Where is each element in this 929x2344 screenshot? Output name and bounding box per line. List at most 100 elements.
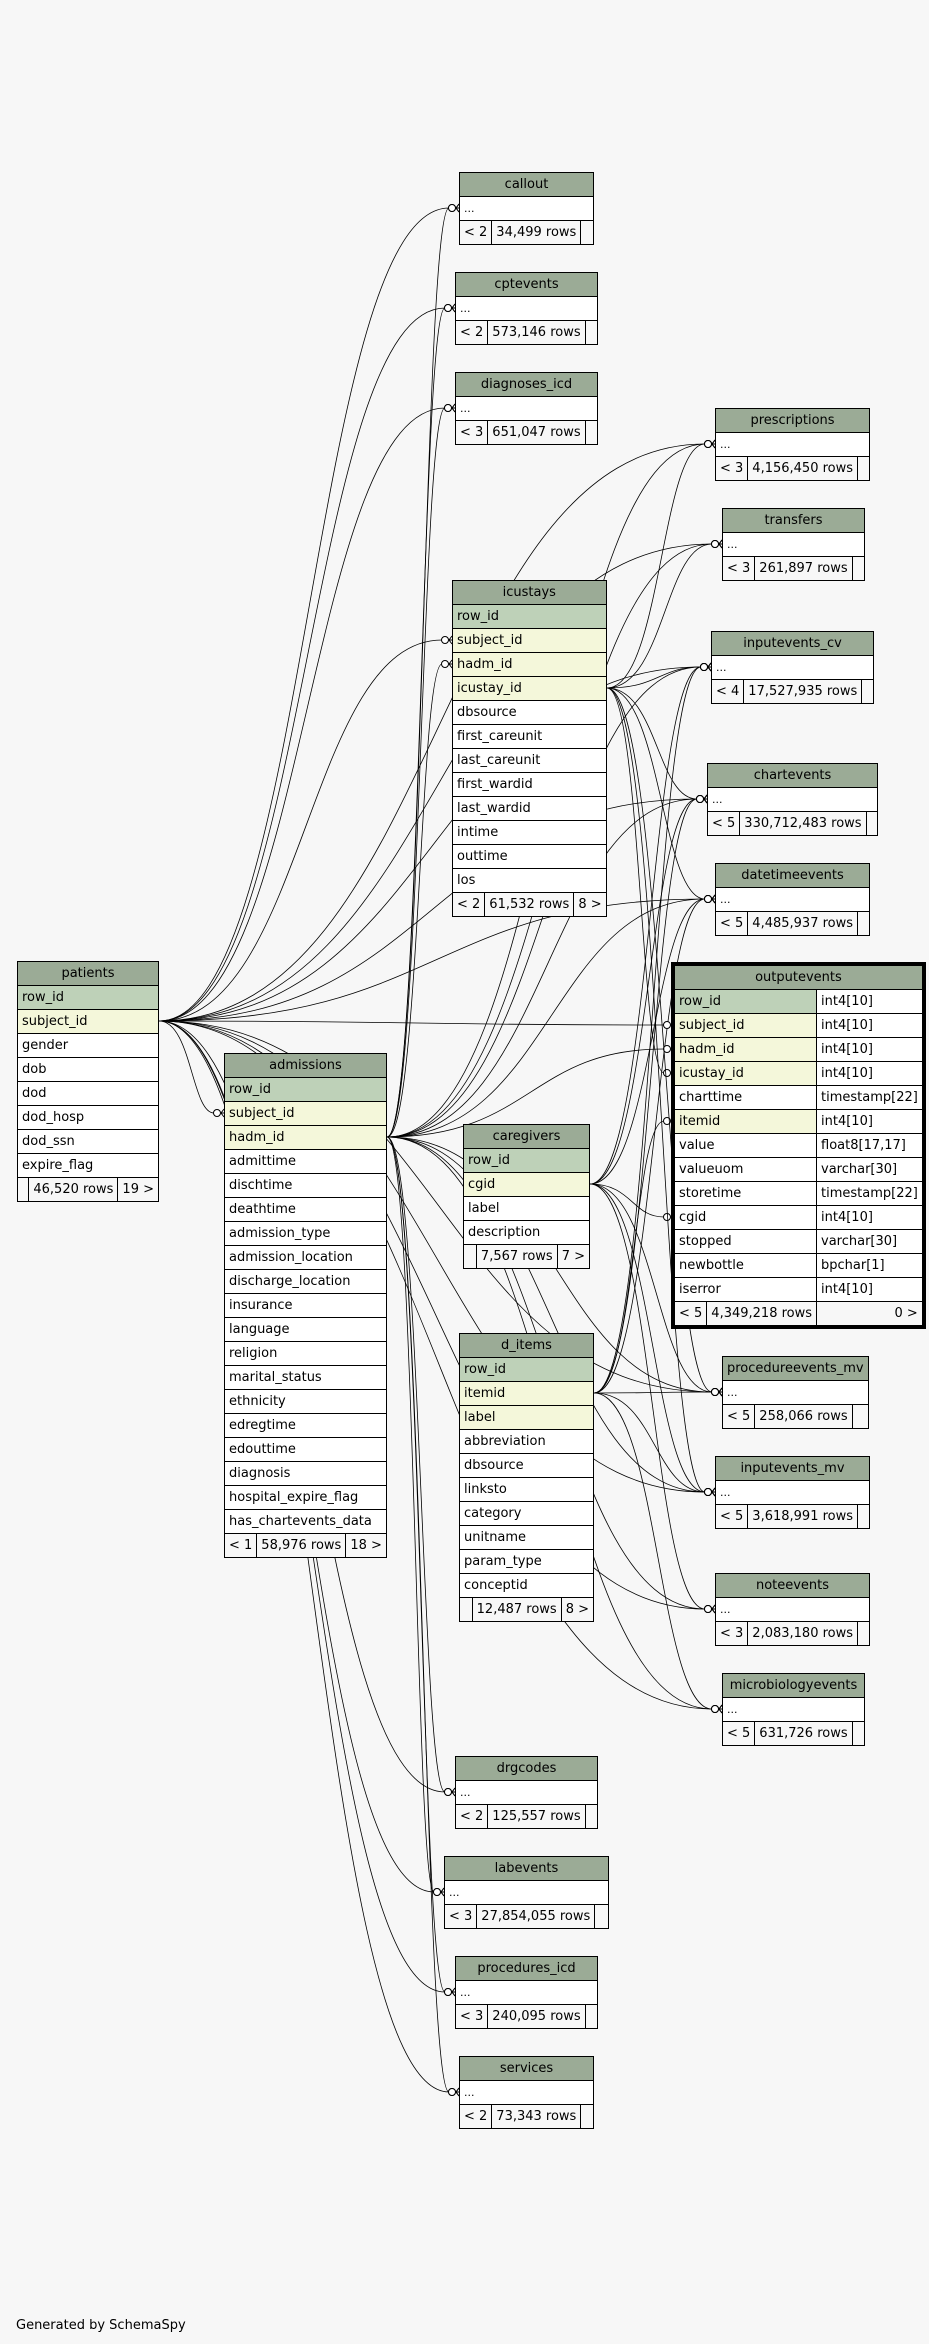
parent-count[interactable] (16, 1177, 30, 1202)
parent-count[interactable]: < 3 (714, 1621, 749, 1646)
column-name[interactable]: linksto (459, 1477, 594, 1502)
child-count[interactable]: 7 > (556, 1244, 591, 1269)
parent-count[interactable]: < 5 (673, 1301, 708, 1326)
table-name[interactable]: outputevents (674, 965, 923, 990)
column-name[interactable]: label (459, 1405, 594, 1430)
table-name[interactable]: drgcodes (455, 1756, 598, 1781)
table-name[interactable]: chartevents (707, 763, 878, 788)
column-name[interactable]: stopped (673, 1229, 818, 1254)
column-name[interactable]: marital_status (224, 1365, 387, 1390)
column-name[interactable]: row_id (224, 1077, 387, 1102)
column-name[interactable]: row_id (17, 985, 159, 1010)
child-count[interactable] (865, 811, 879, 836)
parent-count[interactable]: < 3 (454, 2004, 489, 2029)
column-name[interactable]: unitname (459, 1525, 594, 1550)
column-name[interactable]: row_id (459, 1357, 594, 1382)
column-name[interactable]: dod_ssn (17, 1129, 159, 1154)
column-name[interactable]: los (452, 868, 607, 893)
column-name[interactable]: description (463, 1220, 590, 1245)
column-name[interactable]: valueuom (673, 1157, 818, 1182)
column-name[interactable]: first_careunit (452, 724, 607, 749)
column-name[interactable]: subject_id (224, 1101, 387, 1126)
collapsed-columns[interactable]: ... (455, 1980, 598, 2005)
column-name[interactable]: itemid (673, 1109, 818, 1134)
column-name[interactable]: admission_location (224, 1245, 387, 1270)
collapsed-columns[interactable]: ... (444, 1880, 609, 1905)
parent-count[interactable]: < 5 (721, 1721, 756, 1746)
parent-count[interactable]: < 2 (451, 892, 486, 917)
child-count[interactable] (594, 1904, 609, 1929)
column-name[interactable]: dbsource (452, 700, 607, 725)
child-count[interactable] (857, 1504, 870, 1529)
collapsed-columns[interactable]: ... (459, 196, 594, 221)
table-name[interactable]: inputevents_cv (711, 631, 874, 656)
column-name[interactable]: hadm_id (452, 652, 607, 677)
column-name[interactable]: subject_id (17, 1009, 159, 1034)
table-name[interactable]: microbiologyevents (722, 1673, 865, 1698)
column-name[interactable]: last_wardid (452, 796, 607, 821)
parent-count[interactable]: < 2 (458, 220, 493, 245)
parent-count[interactable]: < 5 (714, 1504, 749, 1529)
table-name[interactable]: diagnoses_icd (455, 372, 598, 397)
table-name[interactable]: inputevents_mv (715, 1456, 870, 1481)
parent-count[interactable]: < 3 (714, 456, 749, 481)
column-name[interactable]: intime (452, 820, 607, 845)
column-name[interactable]: first_wardid (452, 772, 607, 797)
table-name[interactable]: datetimeevents (715, 863, 870, 888)
parent-count[interactable]: < 2 (454, 1804, 489, 1829)
column-name[interactable]: language (224, 1317, 387, 1342)
column-name[interactable]: edregtime (224, 1413, 387, 1438)
column-name[interactable]: ethnicity (224, 1389, 387, 1414)
column-name[interactable]: newbottle (673, 1253, 818, 1278)
parent-count[interactable]: < 4 (710, 679, 745, 704)
collapsed-columns[interactable]: ... (455, 396, 598, 421)
collapsed-columns[interactable]: ... (455, 296, 598, 321)
column-name[interactable]: dod (17, 1081, 159, 1106)
collapsed-columns[interactable]: ... (722, 1697, 865, 1722)
collapsed-columns[interactable]: ... (707, 787, 878, 812)
column-name[interactable]: row_id (452, 604, 607, 629)
parent-count[interactable] (459, 1597, 473, 1622)
child-count[interactable] (851, 556, 866, 581)
column-name[interactable]: label (463, 1196, 590, 1221)
child-count[interactable] (851, 1404, 869, 1429)
column-name[interactable]: hadm_id (224, 1125, 387, 1150)
child-count[interactable] (580, 2104, 594, 2129)
column-name[interactable]: subject_id (673, 1013, 818, 1038)
parent-count[interactable]: < 5 (706, 811, 741, 836)
column-name[interactable]: row_id (673, 989, 818, 1014)
collapsed-columns[interactable]: ... (455, 1780, 598, 1805)
table-name[interactable]: transfers (722, 508, 865, 533)
collapsed-columns[interactable]: ... (722, 1380, 869, 1405)
table-name[interactable]: callout (459, 172, 594, 197)
column-name[interactable]: discharge_location (224, 1269, 387, 1294)
table-name[interactable]: caregivers (463, 1124, 590, 1149)
column-name[interactable]: admittime (224, 1149, 387, 1174)
column-name[interactable]: storetime (673, 1181, 818, 1206)
child-count[interactable] (861, 679, 874, 704)
parent-count[interactable]: < 1 (223, 1533, 258, 1558)
parent-count[interactable]: < 5 (721, 1404, 756, 1429)
column-name[interactable]: gender (17, 1033, 159, 1058)
child-count[interactable] (584, 2004, 599, 2029)
parent-count[interactable] (463, 1244, 477, 1269)
table-name[interactable]: patients (17, 961, 159, 986)
column-name[interactable]: dbsource (459, 1453, 594, 1478)
parent-count[interactable]: < 2 (454, 320, 489, 345)
column-name[interactable]: dod_hosp (17, 1105, 159, 1130)
column-name[interactable]: param_type (459, 1549, 594, 1574)
child-count[interactable]: 0 > (816, 1301, 923, 1326)
